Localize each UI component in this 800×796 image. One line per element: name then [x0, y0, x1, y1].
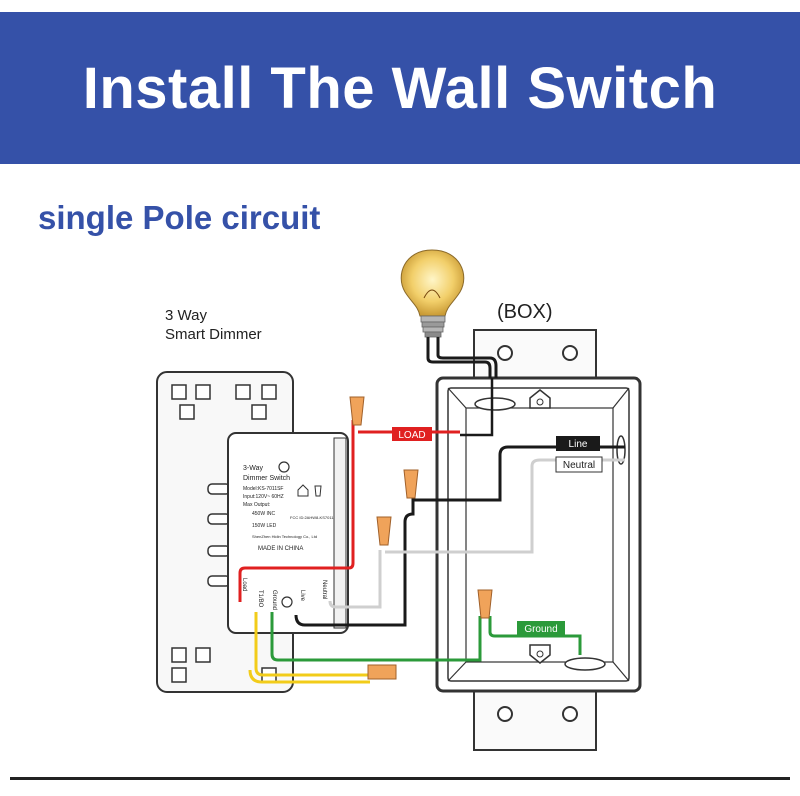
wire-nut-ground — [477, 589, 493, 619]
dimmer-name-line1: 3-Way — [243, 465, 263, 472]
bulb-cable — [426, 337, 492, 378]
terminal-load: Load — [241, 578, 247, 591]
line-wire-supply — [413, 445, 625, 502]
line-wire-dimmer — [294, 492, 415, 627]
line-tag: Line — [556, 436, 600, 451]
load-tag: LOAD — [392, 427, 432, 441]
dimmer-max-output: Max Output: — [243, 502, 270, 508]
ground-wire-box — [488, 616, 582, 655]
home-icon — [297, 484, 309, 497]
terminal-ground: Ground — [271, 590, 277, 610]
dimmer-made-in: MADE IN CHINA — [258, 546, 303, 552]
page-title: Install The Wall Switch — [82, 55, 718, 121]
ground-tag: Ground — [517, 621, 565, 636]
box-label: (BOX) — [497, 301, 553, 323]
dimmer-model: Model:KS-7011SF — [243, 486, 283, 492]
bin-icon — [314, 485, 322, 497]
wire-nut-load — [349, 396, 365, 426]
dimmer-name-line2: Dimmer Switch — [243, 475, 290, 482]
wire-nut-line — [403, 469, 419, 499]
dimmer-led: 150W LED — [252, 523, 277, 529]
neutral-tag: Neutral — [555, 456, 603, 473]
traveler-wire — [254, 612, 370, 677]
bottom-divider — [10, 777, 790, 780]
neutral-wire-supply — [385, 458, 625, 554]
ground-wire-dimmer — [270, 612, 482, 662]
svg-text:LOAD: LOAD — [398, 430, 425, 441]
dimmer-fcc: FCC ID:2AHW8-KS7011 — [290, 515, 334, 520]
electrical-box — [435, 329, 642, 751]
terminal-live: Live — [299, 590, 305, 602]
terminal-neutral: Neutral — [321, 580, 327, 599]
dimmer-inc: 450W INC — [252, 511, 275, 517]
svg-text:Line: Line — [569, 439, 588, 450]
neutral-wire-dimmer — [328, 550, 382, 609]
dimmer-input: Input:120V~ 60HZ — [243, 494, 284, 500]
circuit-subtitle: single Pole circuit — [38, 199, 321, 236]
dimmer-maker: ShenZhen Hidin Technology Co., Ltd — [252, 534, 317, 539]
terminal-traveler: T1/BO — [257, 590, 263, 608]
svg-text:Ground: Ground — [524, 624, 557, 635]
wire-nut-traveler — [367, 664, 397, 680]
dimmer-body — [227, 432, 349, 634]
title-banner: Install The Wall Switch — [0, 12, 800, 164]
light-bulb-icon — [400, 249, 465, 338]
ground-screw — [281, 596, 293, 608]
load-wire — [238, 420, 355, 602]
dimmer-caption-line2: Smart Dimmer — [165, 326, 262, 343]
dimmer-caption-line1: 3 Way — [165, 307, 207, 324]
svg-text:Neutral: Neutral — [563, 460, 595, 471]
wire-nut-neutral — [376, 516, 392, 546]
dimmer-label: 3-Way Dimmer Switch Model:KS-7011SF Inpu… — [243, 465, 334, 552]
